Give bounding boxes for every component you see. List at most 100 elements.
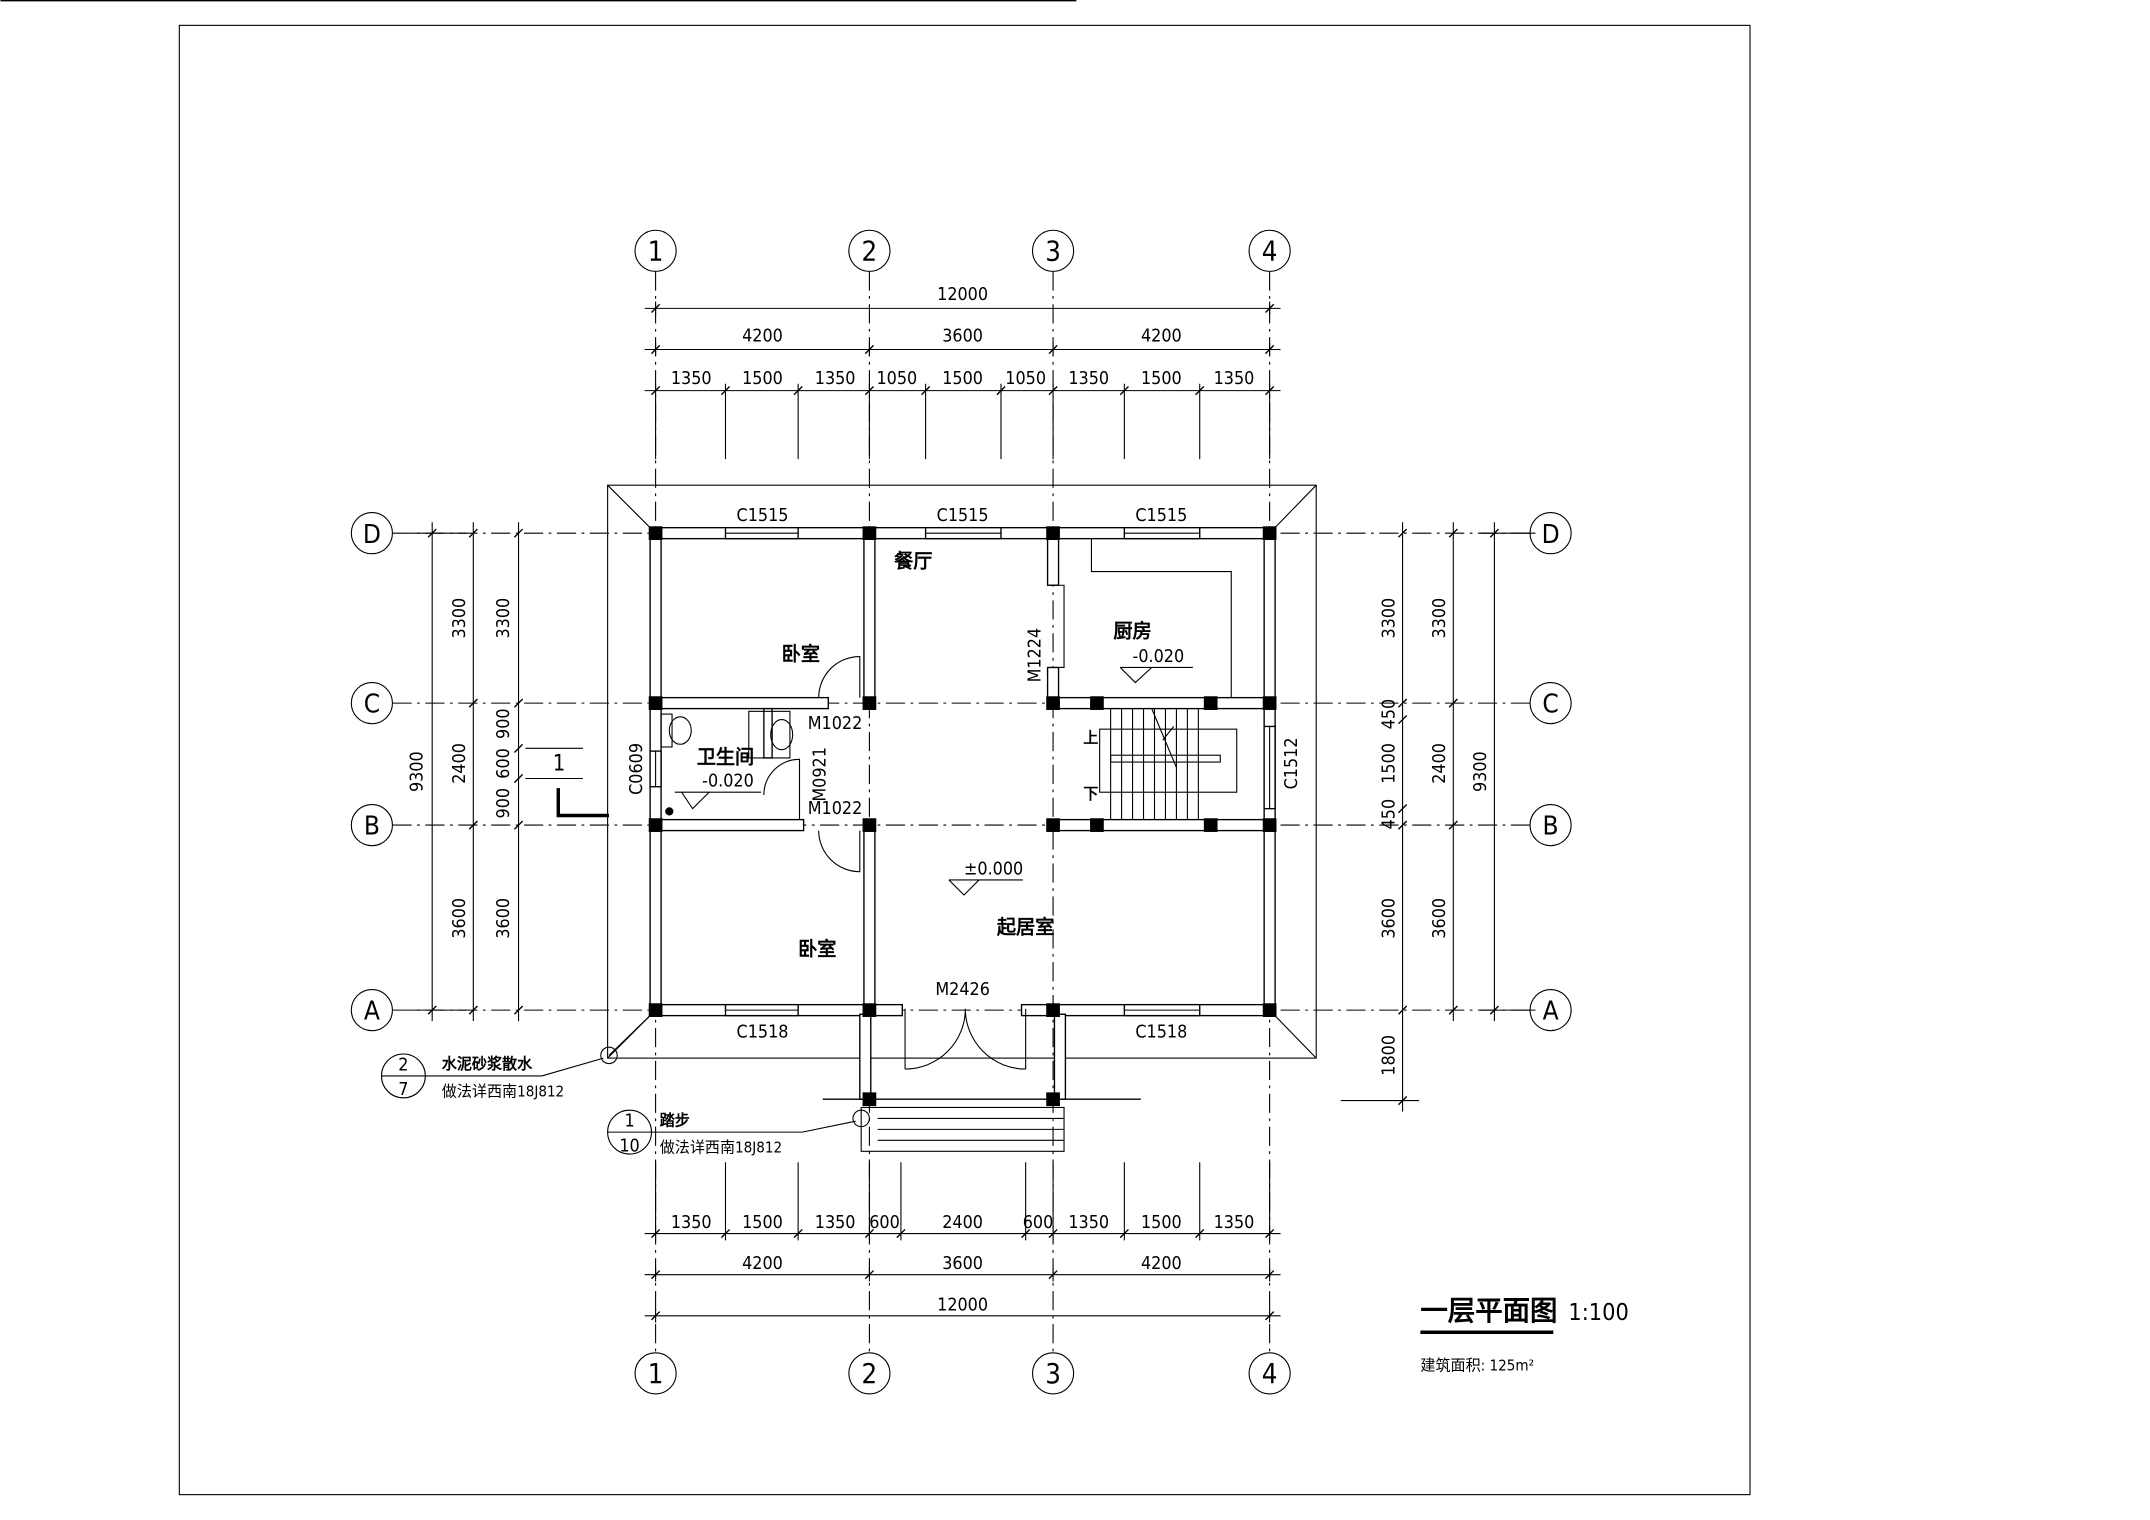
- callout-sheet: 7: [398, 1079, 408, 1100]
- dim-right-bay: 2400: [1429, 743, 1450, 784]
- level-mark-icon: [948, 879, 1023, 896]
- dimension-tick: [1265, 1228, 1275, 1239]
- callout-title: 水泥砂浆散水: [442, 1055, 533, 1073]
- dimension-tick: [513, 1005, 524, 1015]
- entry-steps: [822, 1098, 1141, 1152]
- dimension-tick: [793, 1228, 803, 1239]
- column: [862, 696, 877, 710]
- door-label: M2426: [935, 979, 990, 1000]
- axis-bubble: [350, 512, 393, 555]
- column: [862, 818, 877, 832]
- dim-bottom-sub: 1350: [815, 1212, 856, 1233]
- dimension-tick: [513, 820, 524, 830]
- dimension-tick: [513, 743, 524, 753]
- column: [648, 1003, 663, 1017]
- dimension-tick: [650, 1228, 661, 1239]
- dimension-tick: [896, 1228, 906, 1239]
- column: [648, 696, 663, 710]
- dimension-tick: [1397, 714, 1408, 725]
- dimension-tick: [1448, 1005, 1458, 1015]
- dimension-tick: [513, 698, 524, 708]
- dim-bottom-total: 12000: [937, 1294, 988, 1315]
- toilet-icon: [660, 713, 692, 748]
- axis-label: A: [1543, 997, 1559, 1027]
- dim-bottom-sub: 1350: [671, 1212, 712, 1233]
- dim-top-sub: 1500: [1141, 368, 1182, 389]
- axis-bubble: [848, 1352, 891, 1395]
- dim-left-bay: 3600: [449, 898, 470, 939]
- dimension-tick: [1397, 820, 1408, 830]
- dimension-lines: [411, 301, 1536, 1323]
- room-label-bedroom: 卧室: [798, 937, 836, 960]
- dim-top-bay: 4200: [742, 325, 783, 346]
- washbasin-icon: [748, 710, 794, 759]
- column: [648, 526, 663, 541]
- dimension-tick: [650, 303, 661, 313]
- column: [1203, 818, 1218, 832]
- dim-top-bay: 4200: [1141, 325, 1182, 346]
- axis-label: A: [364, 997, 380, 1027]
- dim-bottom-bay: 4200: [1141, 1253, 1182, 1274]
- axis-bubble: [1031, 1352, 1075, 1395]
- dimension-tick: [1021, 1228, 1031, 1239]
- callout-number: 2: [398, 1054, 408, 1075]
- dimension-tick: [1265, 1311, 1275, 1321]
- dim-top-total: 12000: [937, 284, 988, 305]
- room-label-bathroom: 卫生间: [697, 745, 755, 768]
- dim-left-inner: 3300: [493, 598, 514, 639]
- dimension-tick: [720, 1228, 731, 1239]
- dimension-tick: [1397, 804, 1408, 814]
- dim-right-inner: 450: [1378, 699, 1399, 730]
- column: [1203, 696, 1218, 710]
- dimension-tick: [864, 344, 875, 355]
- dimension-tick: [468, 820, 478, 830]
- dim-top-sub: 1350: [1068, 368, 1109, 389]
- structural-columns: [648, 526, 1277, 1107]
- axis-label: B: [364, 812, 380, 842]
- dim-bottom-bay: 3600: [942, 1253, 983, 1274]
- callout-number: 1: [624, 1111, 634, 1132]
- dimension-tick: [1195, 1228, 1205, 1239]
- axis-bubble: [1248, 229, 1291, 272]
- detail-callout: [380, 1013, 652, 1099]
- axis-bubble: [848, 229, 891, 272]
- dimension-tick: [650, 1270, 661, 1280]
- dimension-tick: [996, 386, 1006, 396]
- staircase: [1099, 708, 1238, 820]
- axis-label: D: [363, 520, 381, 550]
- dimension-tick: [1397, 698, 1408, 708]
- callout-note: 做法详西南18J812: [442, 1082, 564, 1100]
- column: [1090, 818, 1104, 832]
- dimension-tick: [864, 1228, 875, 1239]
- dimension-tick: [1195, 386, 1205, 396]
- dim-bottom-sub: 1350: [1068, 1212, 1109, 1233]
- dim-right-inner: 3600: [1378, 898, 1399, 939]
- door-swings: [763, 584, 1065, 1070]
- axis-label: 2: [862, 236, 878, 267]
- dim-bottom-sub: 1500: [1141, 1212, 1182, 1233]
- axis-label: 2: [862, 1359, 878, 1390]
- dim-right-bay: 3300: [1429, 598, 1450, 639]
- column: [1262, 1003, 1277, 1017]
- axis-label: D: [1542, 520, 1560, 550]
- dimension-tick: [513, 773, 524, 784]
- dim-left-inner: 600: [493, 748, 514, 779]
- dim-bottom-sub: 1350: [1214, 1212, 1255, 1233]
- column: [1046, 696, 1060, 710]
- dimension-tick: [1448, 820, 1458, 830]
- dimension-tick: [1048, 1270, 1058, 1280]
- dimension-tick: [864, 1270, 875, 1280]
- dim-left-total: 9300: [407, 751, 428, 792]
- callout-sheet: 10: [619, 1135, 639, 1156]
- dimension-tick: [1397, 528, 1408, 538]
- section-number: 1: [553, 751, 566, 776]
- level-mark-icon: [674, 791, 762, 810]
- window-label: C1515: [1135, 505, 1187, 526]
- axis-label: B: [1543, 812, 1559, 842]
- dim-bottom-sub: 600: [1023, 1212, 1054, 1233]
- stair-down-label: 下: [1083, 785, 1098, 803]
- window-label: C1515: [937, 505, 989, 526]
- dimension-tick: [468, 528, 478, 538]
